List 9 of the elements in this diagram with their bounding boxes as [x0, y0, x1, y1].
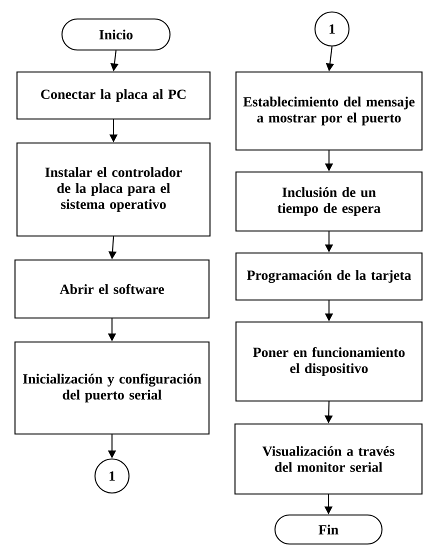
- process-box: Establecimiento del mensaje a mostrar por el puerto: [235, 71, 423, 151]
- process-box: Conectar la placa al PC: [16, 71, 211, 120]
- process-box: Inicialización y configuración del puerto serial: [14, 341, 210, 435]
- process-box: Instalar el controlador de la placa para el sistema operativo: [16, 142, 211, 237]
- process-box: Programación de la tarjeta: [235, 252, 423, 301]
- process-box: Poner en funcionamiento el dispositivo: [235, 321, 423, 402]
- process-box: Abrir el software: [14, 259, 210, 319]
- process-box: Visualización a través del monitor serial: [234, 423, 423, 495]
- process-box: Inclusión de un tiempo de espera: [235, 171, 423, 232]
